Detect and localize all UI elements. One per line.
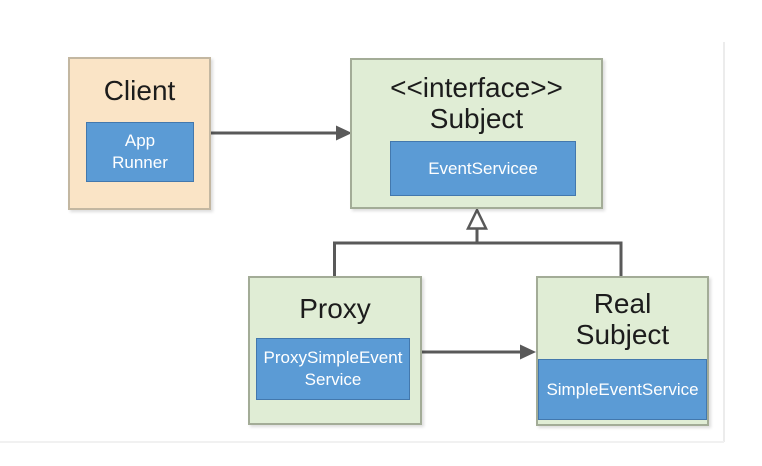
subject-stereotype: <<interface>>: [390, 72, 563, 103]
real-subject-title: Real Subject: [575, 288, 670, 350]
proxy-member-proxy-simple-event-service: ProxySimpleEvent Service: [256, 338, 410, 400]
real-subject-member-simple-event-service: SimpleEventService: [538, 359, 707, 420]
real-subject-class-box: Real Subject SimpleEventService: [536, 276, 709, 426]
client-title: Client: [103, 75, 176, 106]
proxy-class-box: Proxy ProxySimpleEvent Service: [248, 276, 422, 425]
solid-arrowhead-icon: [520, 344, 536, 360]
page-edge-horizontal-line: [0, 441, 724, 443]
subject-title: Subject: [429, 103, 524, 134]
subject-title-block: <<interface>> Subject: [352, 72, 601, 134]
subject-interface-box: <<interface>> Subject EventServicee: [350, 58, 603, 209]
client-to-subject-association: [211, 125, 352, 141]
client-member-app-runner: App Runner: [86, 122, 194, 182]
hollow-triangle-arrowhead-icon: [466, 207, 488, 230]
realization-connector: [333, 207, 623, 277]
page-edge-vertical-line: [723, 42, 725, 442]
subject-member-event-servicee: EventServicee: [390, 141, 576, 196]
proxy-to-real-subject-association: [422, 344, 536, 360]
client-class-box: Client App Runner: [68, 57, 211, 210]
proxy-title: Proxy: [299, 293, 371, 324]
